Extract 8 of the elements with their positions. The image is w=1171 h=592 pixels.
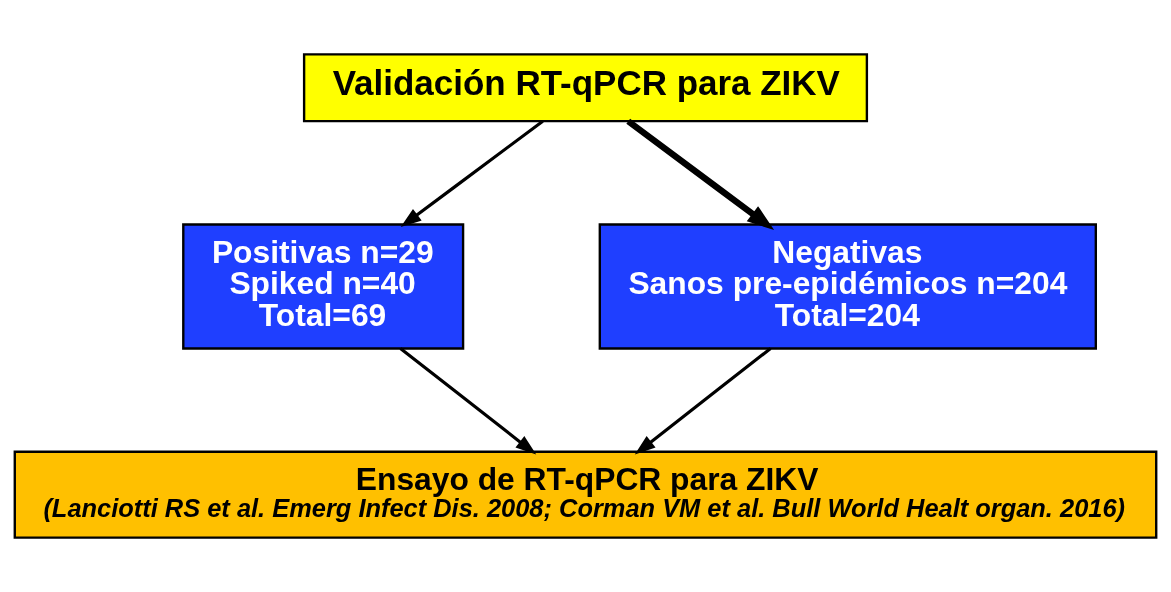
- arrow: [634, 347, 772, 455]
- node-box: Validación RT-qPCR para ZIKV: [302, 53, 869, 123]
- node-box: Ensayo de RT-qPCR para ZIKV (Lanciotti RS et al. Emerg Infect Dis. 2008; Corman VM et al. Bull World Healt organ. 2016): [13, 450, 1158, 539]
- node-box: Negativas Sanos pre-epidémicos n=204 Total=204: [598, 223, 1097, 350]
- arrow: [399, 347, 537, 455]
- node-box: Positivas n=29 Spiked n=40 Total=69: [182, 223, 465, 350]
- arrow: [400, 119, 544, 228]
- arrow: [626, 118, 775, 230]
